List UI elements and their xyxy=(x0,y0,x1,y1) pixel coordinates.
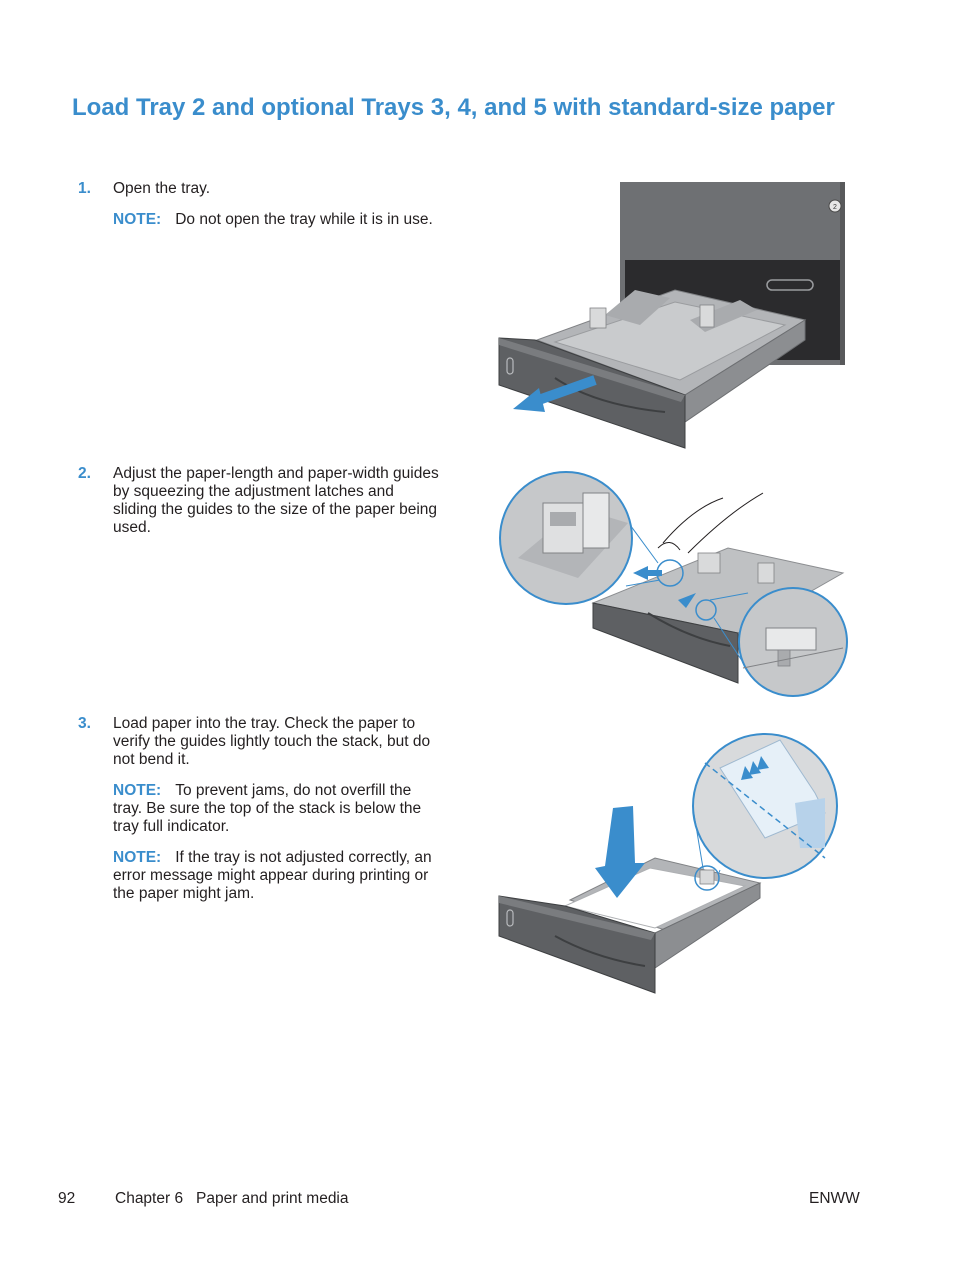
step-number: 3. xyxy=(78,715,91,732)
note-text: Do not open the tray while it is in use. xyxy=(175,211,433,228)
tray-front xyxy=(498,337,686,449)
chapter-title: Chapter 6 Paper and print media xyxy=(115,1190,349,1207)
step-2: 2. Adjust the paper-length and paper-wid… xyxy=(78,465,442,537)
document-code: ENWW xyxy=(809,1190,860,1207)
step-text: Adjust the paper-length and paper-width … xyxy=(113,465,439,536)
pull-direction-arrow-icon xyxy=(513,388,545,412)
step-text: Load paper into the tray. Check the pape… xyxy=(113,715,431,768)
open-tray-illustration: 2 xyxy=(498,182,845,449)
tray-number-badge xyxy=(828,199,842,213)
note-text: If the tray is not adjusted correctly, a… xyxy=(113,849,432,902)
slide-arrow-icon xyxy=(678,593,696,608)
note-text: To prevent jams, do not overfill the tra… xyxy=(113,782,422,835)
step-number: 2. xyxy=(78,465,91,482)
tray-number-label: 2 xyxy=(833,204,837,211)
note: NOTE: Do not open the tray while it is in… xyxy=(113,211,442,229)
note-label: NOTE: xyxy=(113,782,162,799)
note: NOTE:To prevent jams, do not overfill th… xyxy=(113,782,442,836)
tray-front xyxy=(498,895,656,994)
page-number: 92 xyxy=(58,1190,76,1207)
note-label: NOTE: xyxy=(113,211,162,228)
step-3: 3. Load paper into the tray. Check the p… xyxy=(78,715,442,903)
step-1: 1. Open the tray. NOTE: Do not open the t… xyxy=(78,180,442,229)
page-title: Load Tray 2 and optional Trays 3, 4, and… xyxy=(72,94,835,121)
adjust-guides-illustration xyxy=(499,471,848,697)
note-label: NOTE: xyxy=(113,849,162,866)
step-text: Open the tray. xyxy=(113,180,211,197)
slide-arrow-icon xyxy=(633,566,648,580)
note: NOTE:If the tray is not adjusted correct… xyxy=(113,849,442,903)
load-paper-illustration xyxy=(498,733,838,994)
tray-front xyxy=(592,602,739,684)
full-indicator-icon xyxy=(741,766,753,780)
insert-direction-arrow-icon xyxy=(595,806,645,898)
step-number: 1. xyxy=(78,180,91,197)
